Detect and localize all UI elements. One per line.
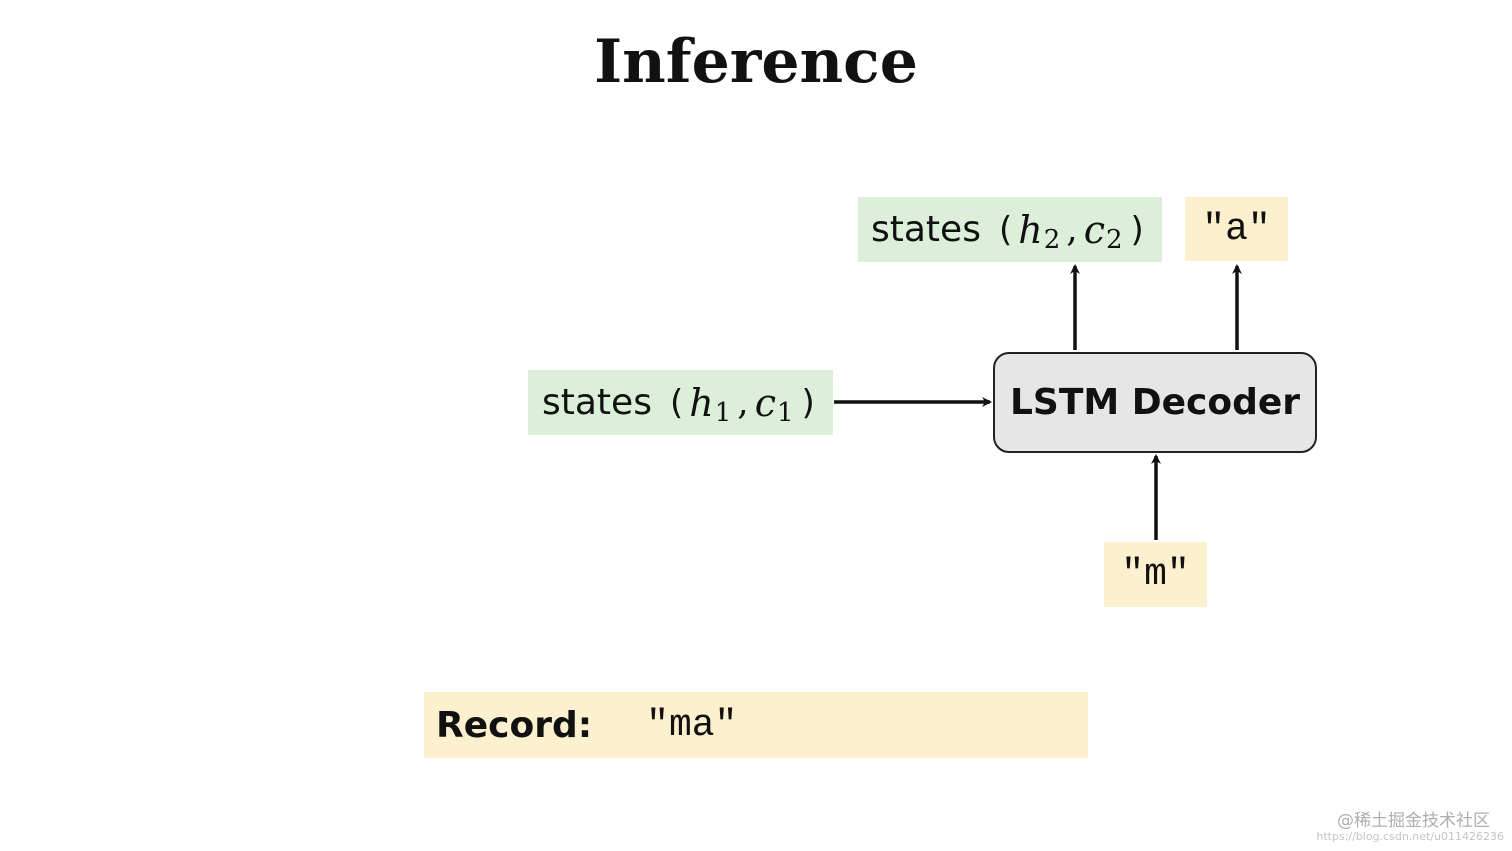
states-output-open-paren: ( (998, 209, 1013, 250)
states-input-label: states (542, 382, 652, 423)
states-output-c-subscript: 2 (1106, 224, 1123, 255)
watermark-url: https://blog.csdn.net/u011426236 (1316, 830, 1504, 843)
lstm-decoder-box: LSTM Decoder (993, 352, 1317, 453)
states-input-comma: , (737, 382, 749, 423)
watermark-text: @稀土掘金技术社区 (1337, 811, 1490, 831)
states-input-close-paren: ) (801, 382, 815, 423)
record-label: Record: (436, 704, 593, 746)
states-input-h: h (689, 380, 714, 425)
input-char: "m" (1121, 553, 1190, 596)
output-char: "a" (1202, 207, 1271, 251)
states-input-c-subscript: 1 (777, 397, 794, 428)
states-input-open-paren: ( (669, 382, 684, 423)
slide-title: Inference (594, 27, 918, 97)
states-input-c: c (754, 380, 776, 425)
states-output-comma: , (1066, 209, 1078, 250)
output-char-box: "a" (1185, 197, 1288, 261)
record-box: Record: "ma" (424, 692, 1088, 758)
states-output-label: states (871, 209, 981, 250)
states-input-h-subscript: 1 (714, 397, 732, 428)
states-output-close-paren: ) (1130, 209, 1144, 250)
record-value: "ma" (646, 703, 738, 747)
input-char-box: "m" (1104, 542, 1207, 607)
states-output-h: h (1018, 207, 1043, 252)
states-output-c: c (1083, 207, 1105, 252)
lstm-decoder-label: LSTM Decoder (1009, 382, 1301, 423)
states-output-h-subscript: 2 (1043, 224, 1061, 255)
